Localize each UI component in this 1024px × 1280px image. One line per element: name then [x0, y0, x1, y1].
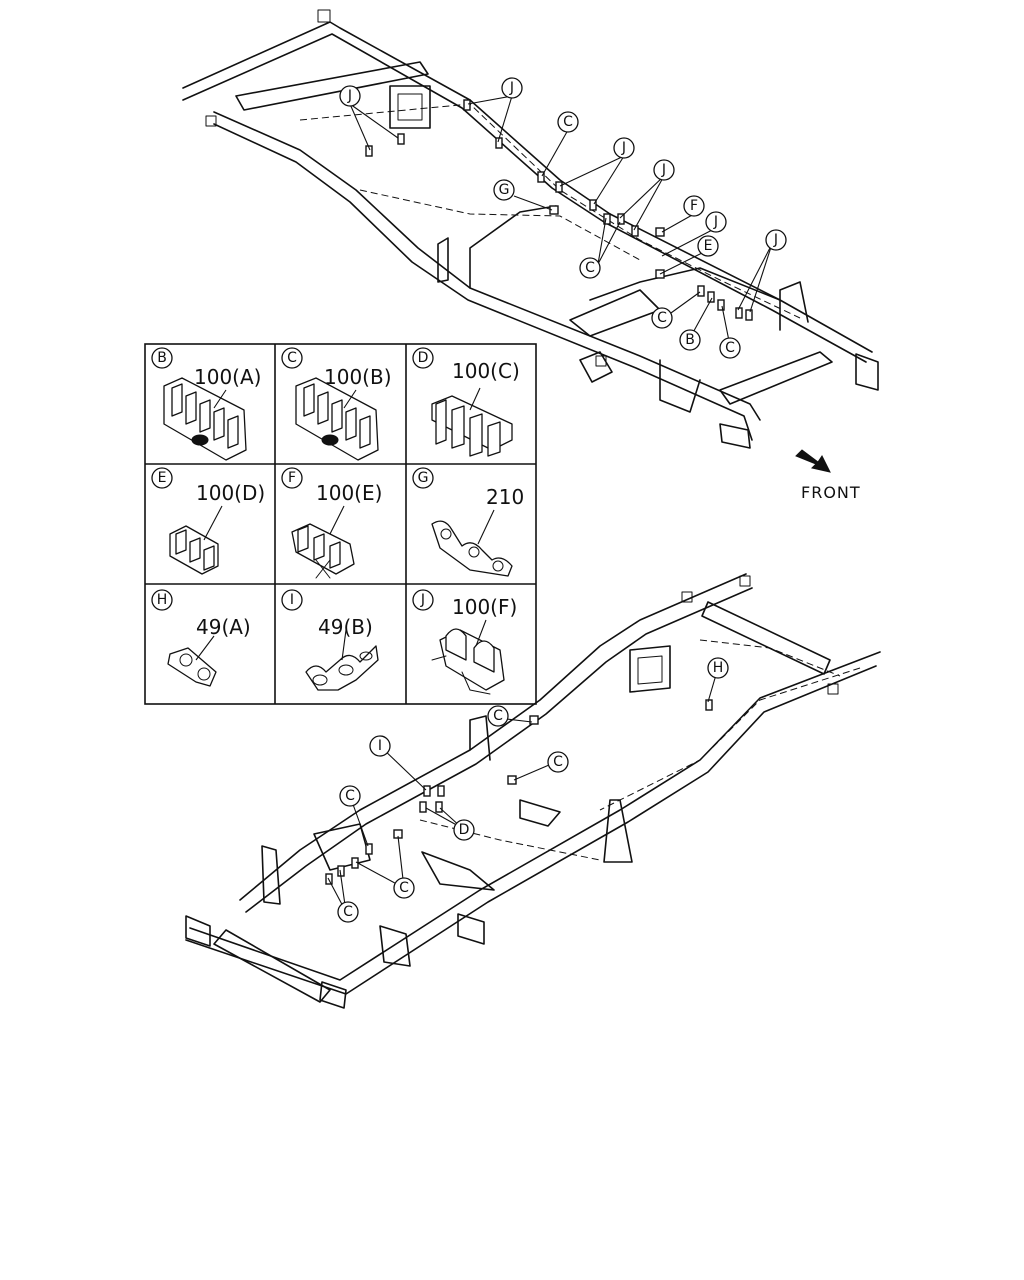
callout-letter: I [378, 738, 382, 754]
callout-letter: B [685, 332, 695, 348]
callout-letter: D [459, 822, 470, 838]
clip-100f-illustration [431, 619, 505, 695]
callout-c: C [651, 307, 673, 329]
legend-part-number: 100(A) [194, 365, 261, 389]
legend-cell-letter: J [412, 589, 434, 611]
callout-letter: H [713, 660, 724, 676]
clip-100c-illustration [431, 387, 513, 457]
legend-cell-letter: E [151, 467, 173, 489]
callout-c: C [337, 901, 359, 923]
callout-letter: C [343, 904, 353, 920]
clip-49a-illustration [167, 635, 217, 687]
callout-letter: E [704, 238, 713, 254]
legend-part-number: 100(C) [452, 359, 520, 383]
legend-cell-letter: B [151, 347, 173, 369]
top-chassis-frame [182, 9, 879, 449]
clip-illustrations [163, 377, 513, 695]
callout-letter: G [499, 182, 510, 198]
callout-letter: C [345, 788, 355, 804]
callout-letter: C [563, 114, 573, 130]
legend-cell-letter: C [281, 347, 303, 369]
front-arrow-icon [795, 449, 831, 473]
legend-part-number: 100(B) [324, 365, 392, 389]
callout-j: J [765, 229, 787, 251]
legend-part-number: 49(A) [196, 615, 251, 639]
legend-cell-letter: H [151, 589, 173, 611]
callout-b: B [679, 329, 701, 351]
clip-210-illustration [431, 509, 513, 577]
callout-j: J [705, 211, 727, 233]
callout-letter: J [773, 232, 778, 248]
callout-e: E [697, 235, 719, 257]
legend-part-number: 210 [486, 485, 524, 509]
clip-100a-illustration [163, 377, 247, 461]
callout-c: C [487, 705, 509, 727]
legend-cell-letter: D [412, 347, 434, 369]
callout-letter: J [713, 214, 718, 230]
callout-c: C [557, 111, 579, 133]
legend-cell-letter: G [412, 467, 434, 489]
legend-part-number: 100(D) [196, 481, 265, 505]
legend-part-number: 100(F) [452, 595, 517, 619]
legend-cell-letter-text: J [420, 592, 425, 608]
bottom-clip-markers [325, 699, 713, 885]
callout-letter: J [621, 140, 626, 156]
bottom-chassis-frame [185, 573, 881, 1009]
callout-j: J [613, 137, 635, 159]
callout-letter: F [690, 198, 698, 214]
clip-100b-illustration [295, 377, 379, 461]
legend-cell-letter: I [281, 589, 303, 611]
legend-cell-letter-text: D [418, 350, 429, 366]
callout-letter: J [661, 162, 666, 178]
legend-cell-letter-text: C [287, 350, 297, 366]
callout-j: J [653, 159, 675, 181]
callout-letter: J [347, 88, 352, 104]
callout-g: G [493, 179, 515, 201]
clip-legend-grid [144, 343, 537, 705]
clip-49b-illustration [305, 629, 379, 691]
callout-c: C [393, 877, 415, 899]
callout-letter: C [657, 310, 667, 326]
callout-letter: C [725, 340, 735, 356]
callout-d: D [453, 819, 475, 841]
callout-c: C [339, 785, 361, 807]
legend-cell-letter-text: G [418, 470, 429, 486]
legend-cell-letter: F [281, 467, 303, 489]
callout-c: C [579, 257, 601, 279]
legend-cell-letter-text: E [158, 470, 167, 486]
legend-part-number: 100(E) [316, 481, 382, 505]
clip-100d-illustration [169, 505, 223, 575]
legend-cells: B 100(A) C 100(B) D 100(C) E 100(D) F 100(E) G 210H… [151, 347, 524, 639]
callout-i: I [369, 735, 391, 757]
callout-j: J [339, 85, 361, 107]
legend-cell-letter-text: I [290, 592, 294, 608]
clip-100e-illustration [291, 505, 355, 579]
top-leader-lines [349, 95, 773, 347]
callout-letter: C [399, 880, 409, 896]
callout-c: C [719, 337, 741, 359]
callout-f: F [683, 195, 705, 217]
callout-letter: C [585, 260, 595, 276]
bottom-callouts: H C C I D C C C [337, 657, 729, 923]
legend-cell-letter-text: H [157, 592, 168, 608]
legend-cell-letter-text: F [288, 470, 296, 486]
legend-cell-letter-text: B [157, 350, 167, 366]
callout-letter: J [509, 80, 514, 96]
callout-j: J [501, 77, 523, 99]
front-label: FRONT [801, 483, 861, 502]
front-direction-indicator: FRONT [795, 449, 861, 502]
callout-h: H [707, 657, 729, 679]
callout-c: C [547, 751, 569, 773]
callout-letter: C [493, 708, 503, 724]
callout-letter: C [553, 754, 563, 770]
